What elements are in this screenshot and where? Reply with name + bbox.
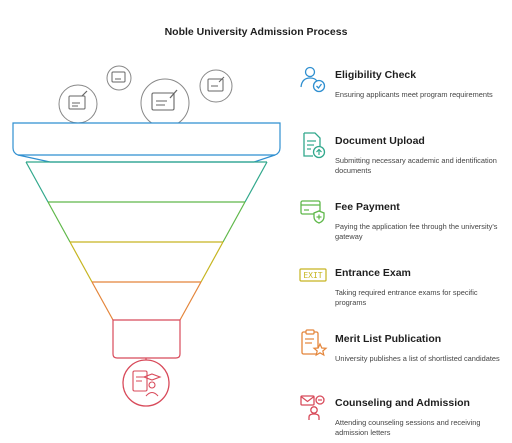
step-description: Paying the application fee through the u…	[335, 222, 498, 241]
funnel-left-fee	[47, 201, 71, 243]
step-title: Entrance Exam	[335, 267, 411, 279]
bubble-right	[199, 69, 233, 103]
exit-sign-icon: EXIT	[299, 268, 327, 282]
funnel-left-merit	[91, 281, 114, 321]
user-check-icon	[300, 66, 326, 93]
step-description: University publishes a list of shortlist…	[335, 354, 500, 363]
bubble-large-center	[140, 78, 190, 128]
step-title: Document Upload	[335, 135, 425, 147]
bubble-top-small	[106, 65, 132, 91]
step-title: Merit List Publication	[335, 333, 442, 345]
step-description: Ensuring applicants meet program require…	[335, 90, 493, 99]
bubble-small-left	[58, 84, 98, 124]
funnel-outline	[13, 123, 280, 358]
graduate-icon	[122, 359, 170, 407]
funnel-right-fee	[222, 201, 246, 243]
step-title: Fee Payment	[335, 201, 400, 213]
diagram-title: Noble University Admission Process	[164, 26, 348, 38]
funnel-left-document	[25, 161, 49, 203]
exit-badge-text: EXIT	[303, 271, 322, 280]
step-description: Taking required entrance exams for speci…	[335, 288, 478, 307]
document-upload-icon	[303, 132, 326, 159]
funnel-right-document	[244, 161, 268, 203]
funnel-spout-counseling	[112, 319, 181, 359]
funnel-right-exam	[200, 241, 224, 283]
funnel-rim	[12, 122, 281, 156]
step-title: Eligibility Check	[335, 69, 417, 81]
step-description: Submitting necessary academic and identi…	[335, 156, 497, 175]
mail-person-icon	[300, 395, 325, 420]
step-description: Attending counseling sessions and receiv…	[335, 418, 481, 437]
funnel-right-merit	[179, 281, 202, 321]
clipboard-star-icon	[301, 329, 328, 357]
step-title: Counseling and Admission	[335, 397, 470, 409]
card-payment-icon	[300, 200, 325, 224]
funnel-left-exam	[69, 241, 93, 283]
